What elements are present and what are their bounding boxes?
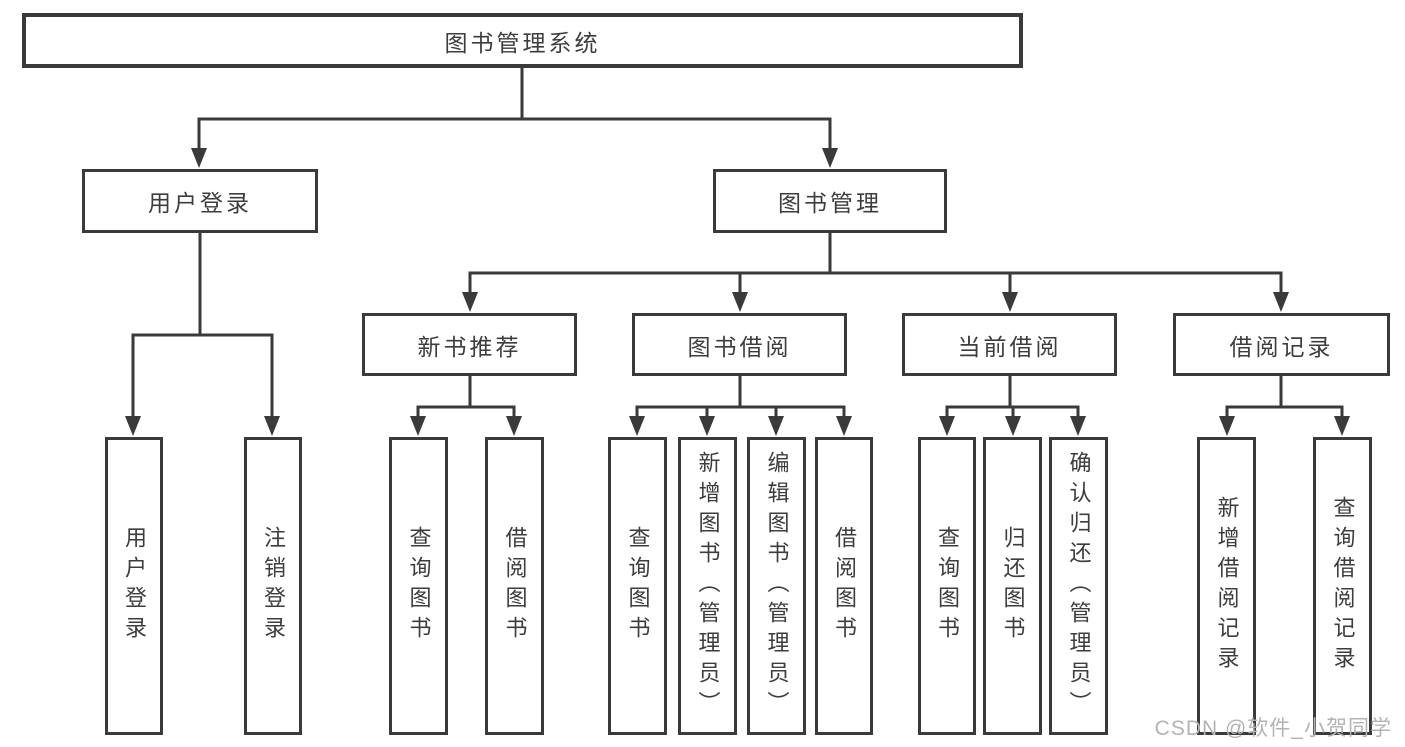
leaf-logout: 注销登录	[244, 437, 302, 735]
node-label: 新书推荐	[417, 333, 522, 360]
leaf-borrow-books: 借阅图书	[815, 437, 873, 735]
leaf-label: 查询借阅记录	[1330, 496, 1356, 676]
node-borrow-records: 借阅记录	[1173, 313, 1390, 376]
leaf-label: 查询图书	[406, 526, 432, 646]
leaf-edit-book-admin: 编辑图书（管理员）	[747, 437, 806, 735]
leaf-label: 新增图书（管理员）	[695, 451, 721, 721]
leaf-query-books-borrow: 查询图书	[608, 437, 667, 735]
leaf-borrow-books-recommend: 借阅图书	[485, 437, 544, 735]
node-book-borrow: 图书借阅	[632, 313, 847, 376]
leaf-add-borrow-record: 新增借阅记录	[1197, 437, 1256, 735]
node-label: 借阅记录	[1229, 333, 1334, 360]
leaf-label: 新增借阅记录	[1214, 496, 1240, 676]
node-label: 当前借阅	[957, 333, 1062, 360]
csdn-watermark: CSDN @软件_小贺同学	[1154, 717, 1392, 740]
leaf-label: 借阅图书	[502, 526, 528, 646]
leaf-label: 查询图书	[935, 526, 960, 646]
node-root: 图书管理系统	[22, 13, 1023, 68]
leaf-label: 归还图书	[1000, 526, 1026, 646]
node-new-book-recommend: 新书推荐	[362, 313, 577, 376]
leaf-confirm-return-admin: 确认归还（管理员）	[1049, 437, 1108, 735]
leaf-add-book-admin: 新增图书（管理员）	[678, 437, 737, 735]
leaf-label: 确认归还（管理员）	[1066, 451, 1092, 721]
leaf-query-borrow-record: 查询借阅记录	[1313, 437, 1372, 735]
node-book-management: 图书管理	[713, 169, 947, 233]
leaf-label: 查询图书	[625, 526, 651, 646]
leaf-label: 借阅图书	[832, 526, 857, 646]
node-user-login: 用户登录	[82, 169, 318, 233]
leaf-label: 注销登录	[261, 526, 286, 646]
node-root-label: 图书管理系统	[444, 29, 601, 56]
leaf-label: 用户登录	[122, 526, 147, 646]
node-current-borrow: 当前借阅	[902, 313, 1117, 376]
node-label: 图书管理	[778, 190, 882, 216]
node-label: 图书借阅	[687, 333, 792, 360]
leaf-query-books-current: 查询图书	[918, 437, 976, 735]
leaf-label: 编辑图书（管理员）	[764, 451, 790, 721]
leaf-user-login: 用户登录	[105, 437, 163, 735]
leaf-query-books-recommend: 查询图书	[389, 437, 448, 735]
node-label: 用户登录	[148, 190, 252, 216]
leaf-return-books: 归还图书	[983, 437, 1042, 735]
